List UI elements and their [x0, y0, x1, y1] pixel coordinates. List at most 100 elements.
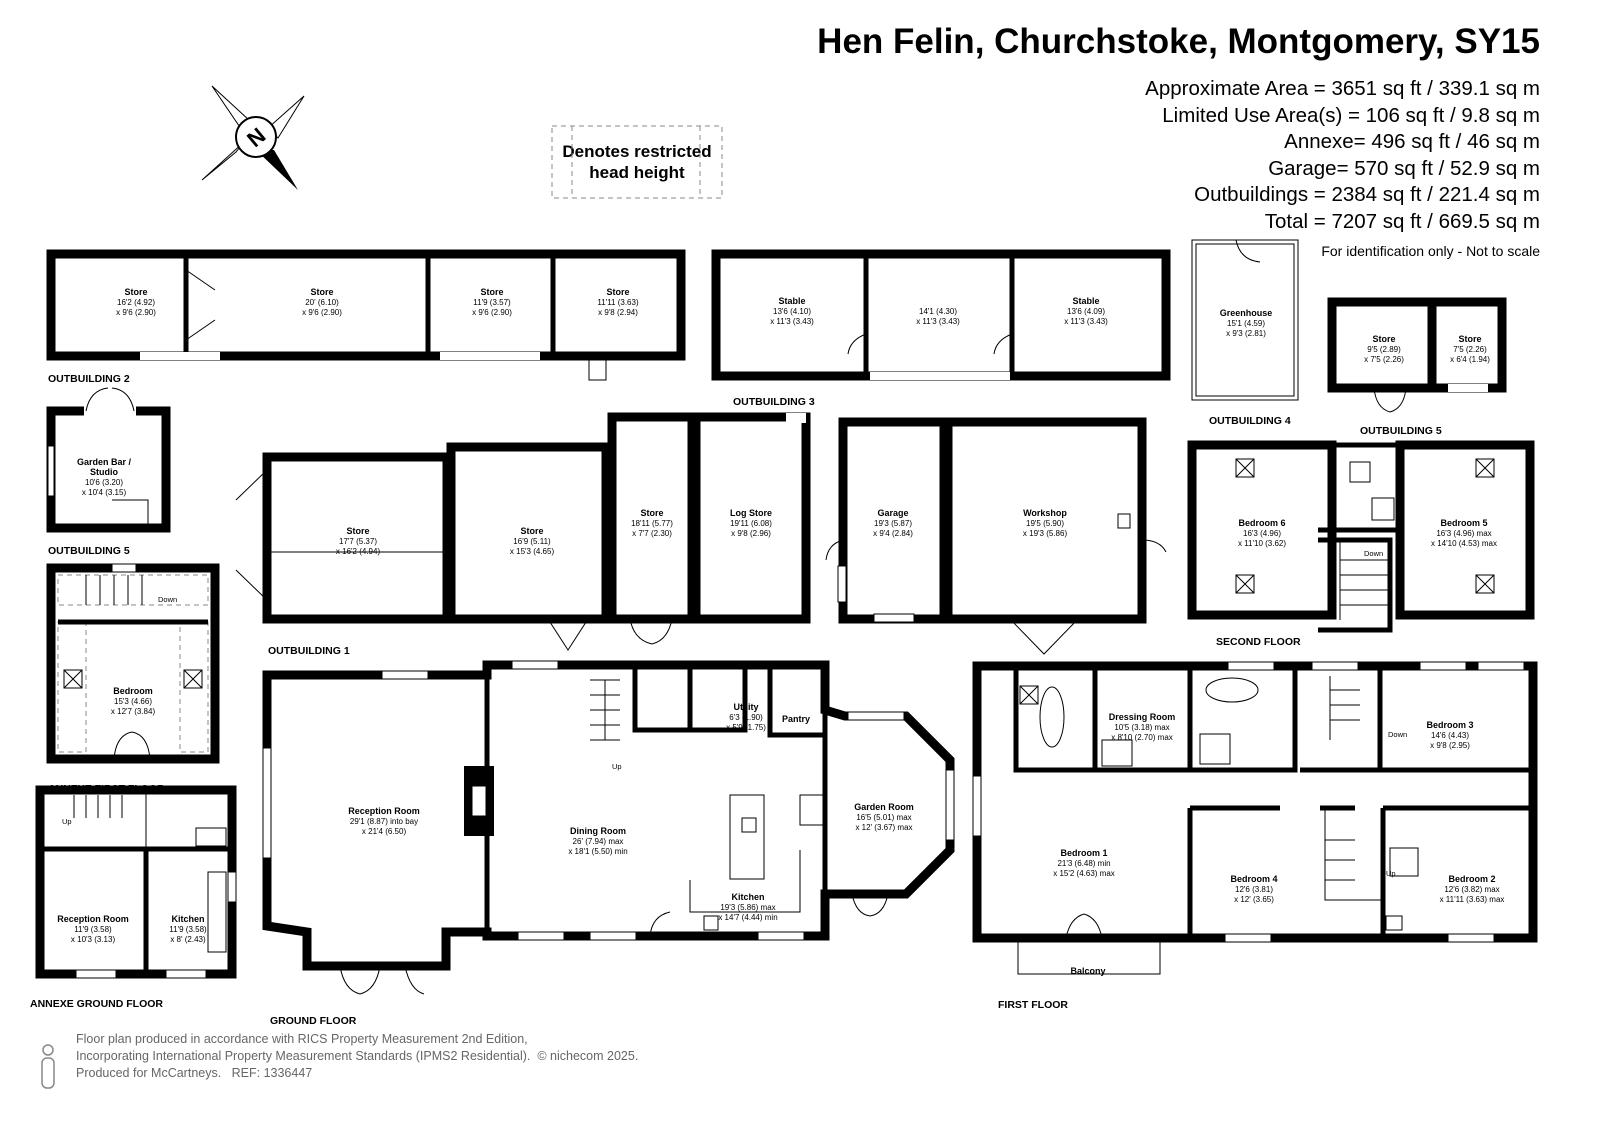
- room-name: Store: [606, 287, 629, 297]
- footer: Floor plan produced in accordance with R…: [76, 1031, 638, 1082]
- room-dim: 21'3 (6.48) min: [1057, 859, 1110, 868]
- room-name: Garden Bar /: [77, 457, 132, 467]
- room-name: Balcony: [1070, 966, 1105, 976]
- room-dim: x 12' (3.65): [1234, 895, 1274, 904]
- room-name: Store: [1458, 334, 1481, 344]
- property-title: Hen Felin, Churchstoke, Montgomery, SY15: [817, 22, 1540, 61]
- room-dim: x 9'6 (2.90): [472, 308, 512, 317]
- room-dim: 9'5 (2.89): [1367, 345, 1401, 354]
- floor-label: FIRST FLOOR: [998, 999, 1068, 1011]
- footer-ref: REF: 1336447: [231, 1066, 313, 1080]
- room-name: Dining Room: [570, 826, 626, 836]
- area-total: Total = 7207 sq ft / 669.5 sq m: [1264, 209, 1540, 233]
- room-dim: x 9'8 (2.94): [598, 308, 638, 317]
- outbuilding-5-stores: [1327, 297, 1507, 413]
- legend-line-2: head height: [589, 163, 685, 182]
- room-name: Store: [520, 526, 543, 536]
- footer-copyright: © nichecom 2025.: [537, 1049, 639, 1063]
- room-name: Bedroom 2: [1448, 874, 1495, 884]
- stair-up-label: Up: [612, 762, 622, 771]
- room-dim: x 9'8 (2.95): [1430, 741, 1470, 750]
- floor-label: OUTBUILDING 1: [268, 645, 350, 657]
- room-name: Stable: [1072, 296, 1099, 306]
- room-name: Store: [1372, 334, 1395, 344]
- outbuilding-4: [1191, 240, 1299, 401]
- stair-down-label: Down: [158, 595, 177, 604]
- room-dim: x 19'3 (5.86): [1023, 529, 1068, 538]
- restricted-legend-box: [551, 125, 723, 199]
- room-dim: x 21'4 (6.50): [362, 827, 407, 836]
- footer-line-3: Produced for McCartneys. REF: 1336447: [76, 1065, 638, 1082]
- room-name: Bedroom 4: [1230, 874, 1277, 884]
- room-dim: 15'3 (4.66): [114, 697, 152, 706]
- room-dim: 26' (7.94) max: [573, 837, 624, 846]
- room-dim: 10'6 (3.20): [85, 478, 123, 487]
- floor-labels: OUTBUILDING 2 OUTBUILDING 3 OUTBUILDING …: [30, 373, 1442, 1027]
- scale-note: For identification only - Not to scale: [1321, 243, 1540, 259]
- person-logo-icon: [41, 1044, 55, 1089]
- room-dim: 16'3 (4.96) max: [1436, 529, 1491, 538]
- room-name: Reception Room: [348, 806, 420, 816]
- room-dim: 11'9 (3.57): [473, 298, 511, 307]
- area-limited-use: Limited Use Area(s) = 106 sq ft / 9.8 sq…: [1162, 103, 1540, 127]
- area-outbuildings: Outbuildings = 2384 sq ft / 221.4 sq m: [1194, 183, 1540, 206]
- area-garage: Garage= 570 sq ft / 52.9 sq m: [1268, 156, 1540, 180]
- room-dim: 19'11 (6.08): [730, 519, 772, 528]
- stair-down-label: Down: [1364, 549, 1383, 558]
- room-dim: x 6'4 (1.94): [1450, 355, 1490, 364]
- outbuilding-3: [711, 249, 1171, 381]
- area-approximate: Approximate Area = 3651 sq ft / 339.1 sq…: [1145, 77, 1540, 100]
- room-name: Workshop: [1023, 508, 1067, 518]
- room-dim: x 18'1 (5.50) min: [568, 847, 627, 856]
- room-dim: x 8' (2.43): [170, 935, 206, 944]
- floor-label: SECOND FLOOR: [1216, 636, 1301, 648]
- floor-label: OUTBUILDING 5: [1360, 425, 1442, 437]
- room-dim: 19'3 (5.87): [874, 519, 912, 528]
- room-dim: 7'5 (2.26): [1453, 345, 1487, 354]
- area-annexe: Annexe= 496 sq ft / 46 sq m: [1284, 130, 1540, 153]
- room-name: Store: [346, 526, 369, 536]
- room-dim: 11'9 (3.58): [169, 925, 207, 934]
- room-labels: Store 16'2 (4.92) x 9'6 (2.90) Store 20'…: [57, 287, 1504, 976]
- room-name: Store: [310, 287, 333, 297]
- restricted-height-legend: Denotes restricted head height: [552, 126, 722, 198]
- room-dim: 11'11 (3.63): [597, 298, 639, 307]
- room-dim: 20' (6.10): [305, 298, 339, 307]
- outbuilding-1: [235, 412, 811, 651]
- room-dim: 16'3 (4.96): [1243, 529, 1281, 538]
- room-name: Utility: [733, 702, 758, 712]
- stair-up-label: Up: [1386, 869, 1396, 878]
- floor-label: OUTBUILDING 2: [48, 373, 130, 385]
- room-dim: 6'3 (1.90): [729, 713, 763, 722]
- room-dim: x 12' (3.67) max: [855, 823, 912, 832]
- room-name: Garden Room: [854, 802, 914, 812]
- room-dim: 16'9 (5.11): [513, 537, 551, 546]
- room-dim: x 11'10 (3.62): [1238, 539, 1286, 548]
- ground-floor-plan: [262, 660, 955, 995]
- room-dim: 19'5 (5.90): [1026, 519, 1064, 528]
- room-dim: 14'1 (4.30): [919, 307, 957, 316]
- floor-label: OUTBUILDING 3: [733, 396, 815, 408]
- room-name: Store: [640, 508, 663, 518]
- room-name: Store: [124, 287, 147, 297]
- room-dim: x 9'3 (2.81): [1226, 329, 1266, 338]
- outbuilding-5-garden-bar: [46, 387, 171, 533]
- room-name: Kitchen: [171, 914, 204, 924]
- room-name: Garage: [877, 508, 908, 518]
- floor-label: ANNEXE FIRST FLOOR: [48, 783, 165, 795]
- room-dim: x 10'4 (3.15): [82, 488, 127, 497]
- room-name: Bedroom 6: [1238, 518, 1285, 528]
- room-dim: x 9'8 (2.96): [731, 529, 771, 538]
- room-dim: x 16'2 (4.94): [336, 547, 381, 556]
- room-dim: x 9'4 (2.84): [873, 529, 913, 538]
- second-floor-plan: [1187, 440, 1535, 633]
- room-name: Studio: [90, 467, 118, 477]
- floor-label: GROUND FLOOR: [270, 1015, 357, 1027]
- annexe-ground-floor-plan: [35, 785, 237, 979]
- room-dim: x 11'11 (3.63) max: [1440, 895, 1505, 904]
- area-summary: Approximate Area = 3651 sq ft / 339.1 sq…: [1145, 76, 1540, 235]
- room-dim: x 9'6 (2.90): [302, 308, 342, 317]
- room-dim: x 8'10 (2.70) max: [1111, 733, 1173, 742]
- stair-up-label: Up: [62, 817, 72, 826]
- legend-line-1: Denotes restricted: [562, 142, 712, 161]
